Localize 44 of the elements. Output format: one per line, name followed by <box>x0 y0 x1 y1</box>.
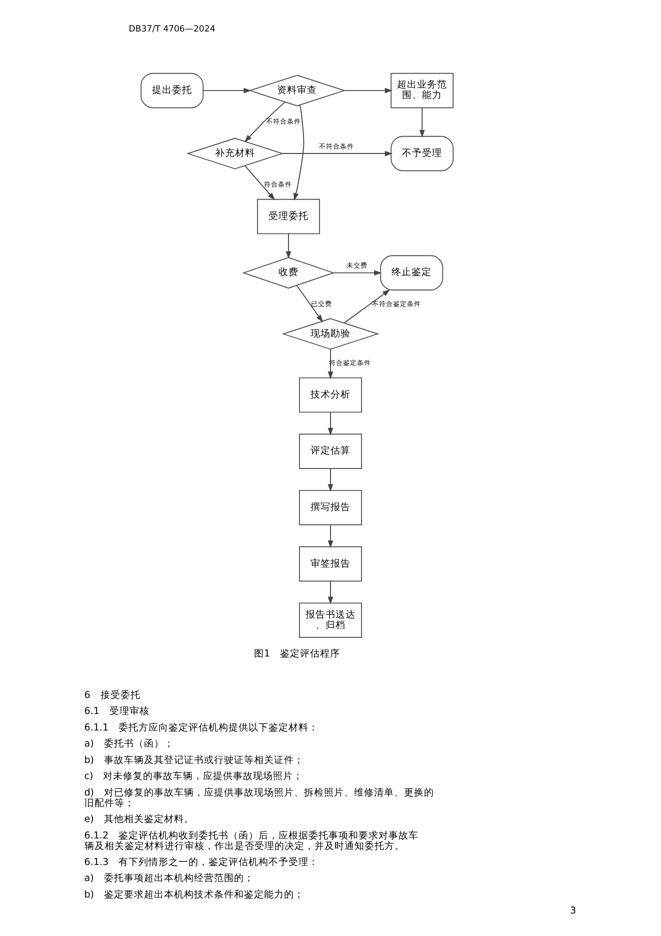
node-diamond: 补充材料 <box>186 138 284 170</box>
node-box: 评定估算 <box>299 434 362 469</box>
arrow <box>328 412 334 436</box>
label: 3 <box>570 906 576 917</box>
label: 6 接受委托 <box>84 690 140 702</box>
arrow <box>294 104 304 201</box>
arrow <box>333 270 382 276</box>
arrow <box>328 524 334 548</box>
label: a) 委托书（函）； <box>84 738 174 750</box>
arrow <box>202 88 252 94</box>
node-diamond: 收费 <box>242 257 335 289</box>
label: 6.1.1 委托方应向鉴定评估机构提供以下鉴定材料： <box>84 722 319 734</box>
caption: 图1 鉴定评估程序 <box>254 648 340 660</box>
arrow <box>344 289 390 324</box>
label: b) 鉴定要求超出本机构技术条件和鉴定能力的； <box>84 889 304 900</box>
label: d) 对已修复的事故车辆，应提供事故现场照片、拆检照片、维修清单、更换的旧配件等； <box>84 787 434 809</box>
node-diamond: 现场勘验 <box>282 318 380 350</box>
label: b) 事故车辆及其登记证书或行驶证等相关证件； <box>84 754 304 766</box>
node-box: 技术分析 <box>299 377 362 413</box>
label: a) 委托事项超出本机构经营范围的； <box>84 873 254 884</box>
arrow <box>282 150 393 156</box>
label: 6.1 受理审核 <box>84 706 150 718</box>
arrow <box>286 233 292 259</box>
node-box: 撰写报告 <box>299 490 362 526</box>
label: DB37/T 4706—2024 <box>128 24 216 35</box>
arrow <box>328 468 334 492</box>
node-diamond: 资料审查 <box>248 74 346 106</box>
node-box: 受理委托 <box>257 198 320 234</box>
node-box: 审签报告 <box>299 546 362 582</box>
node-box: 不予受理 <box>390 136 454 172</box>
arrow <box>244 165 276 200</box>
arrow <box>244 101 286 142</box>
node-box: 提出委托 <box>140 72 204 108</box>
node-box: 超出业务范围、能力 <box>390 72 454 108</box>
label: c) 对未修复的事故车辆，应提供事故现场照片； <box>84 771 304 782</box>
node-box: 报告书送达、归档 <box>299 602 362 638</box>
arrow <box>419 107 425 138</box>
arrow <box>344 88 393 94</box>
arrow <box>328 580 334 604</box>
arrow <box>296 285 324 322</box>
label: 6.1.2 鉴定评估机构收到委托书（函）后，应根据委托事项和要求对事故车辆及相关鉴定材料进行审核，作出是否受理的决定，并及时通知委托方。 <box>84 830 419 852</box>
label: e) 其他相关鉴定材料。 <box>84 814 194 826</box>
node-box: 终止鉴定 <box>380 255 444 290</box>
label: 6.1.3 有下列情形之一的，鉴定评估机构不予受理： <box>84 857 319 868</box>
